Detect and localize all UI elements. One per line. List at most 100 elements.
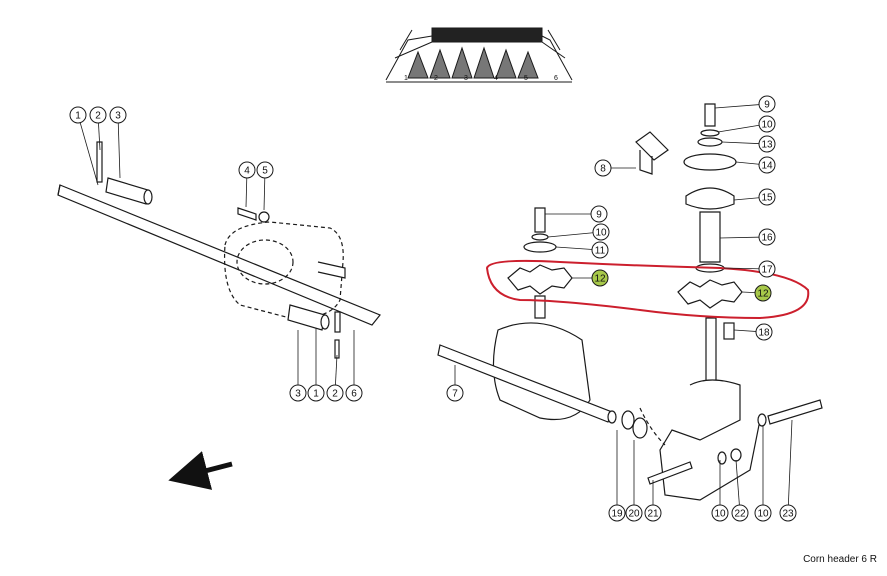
callout-label: 14 [761, 161, 773, 172]
callout-6: 6 [345, 384, 363, 402]
callout-circle [779, 504, 797, 522]
callout-circle [758, 228, 776, 246]
callout-19: 19 [608, 504, 626, 522]
callout-circle [256, 161, 274, 179]
thumbnail-row-label: 5 [524, 75, 528, 82]
callout-label: 7 [452, 389, 458, 400]
callout-1: 1 [307, 384, 325, 402]
left-assembly [57, 141, 381, 359]
callout-label: 22 [734, 509, 746, 520]
callout-label: 1 [75, 111, 81, 122]
callout-label: 2 [332, 389, 338, 400]
callout-circle [326, 384, 344, 402]
callout-label: 18 [758, 328, 770, 339]
callout-label: 16 [761, 233, 773, 244]
callout-12: 12 [754, 284, 772, 302]
callout-10: 10 [592, 223, 610, 241]
callout-circle [594, 159, 612, 177]
callout-label: 10 [757, 509, 769, 520]
callout-15: 15 [758, 188, 776, 206]
callout-10: 10 [758, 115, 776, 133]
callout-circle [644, 504, 662, 522]
callout-10: 10 [711, 504, 729, 522]
callout-circle [591, 269, 609, 287]
callout-circle [608, 504, 626, 522]
callout-label: 4 [244, 166, 250, 177]
callout-21: 21 [644, 504, 662, 522]
callout-circle [758, 188, 776, 206]
callout-23: 23 [779, 504, 797, 522]
callout-2: 2 [89, 106, 107, 124]
callout-10: 10 [754, 504, 772, 522]
right-assembly [437, 103, 823, 501]
callout-7: 7 [446, 384, 464, 402]
callout-label: 5 [262, 166, 268, 177]
callout-label: 23 [782, 509, 794, 520]
thumbnail-row-label: 3 [464, 75, 468, 82]
thumbnail-row-label: 2 [434, 75, 438, 82]
callout-circle [69, 106, 87, 124]
callout-circle [758, 156, 776, 174]
callout-label: 12 [757, 289, 769, 300]
arrow-left-down-icon [168, 451, 233, 490]
callout-17: 17 [758, 260, 776, 278]
callout-circle [109, 106, 127, 124]
leader-line [77, 114, 99, 186]
callout-13: 13 [758, 135, 776, 153]
callout-9: 9 [758, 95, 776, 113]
left-sprocket [507, 264, 573, 295]
callout-label: 10 [714, 509, 726, 520]
callout-label: 10 [761, 120, 773, 131]
callout-circle [758, 115, 776, 133]
callout-circle [446, 384, 464, 402]
header-thumbnail [385, 27, 573, 83]
callout-circle [758, 95, 776, 113]
callout-circle [731, 504, 749, 522]
leader-line [547, 231, 602, 238]
callout-circle [625, 504, 643, 522]
thumbnail-row-label: 1 [404, 75, 408, 82]
callout-9: 9 [590, 205, 608, 223]
left-bushing-top [105, 177, 149, 205]
callout-label: 2 [95, 111, 101, 122]
callout-label: 19 [611, 509, 623, 520]
callout-8: 8 [594, 159, 612, 177]
leader-line [735, 459, 741, 514]
callout-label: 11 [595, 246, 606, 257]
callout-label: 8 [600, 164, 606, 175]
callout-11: 11 [591, 241, 609, 259]
callout-22: 22 [731, 504, 749, 522]
callout-label: 15 [761, 193, 773, 204]
callout-1: 1 [69, 106, 87, 124]
bracket-part [635, 131, 669, 175]
callout-circle [711, 504, 729, 522]
callout-label: 17 [761, 265, 773, 276]
callout-label: 3 [295, 389, 301, 400]
callout-circle [345, 384, 363, 402]
callout-label: 12 [594, 274, 606, 285]
callout-label: 3 [115, 111, 121, 122]
callout-12: 12 [591, 269, 609, 287]
thumbnail-row-label: 6 [554, 75, 558, 82]
callout-3: 3 [109, 106, 127, 124]
callout-circle [754, 284, 772, 302]
diagram-caption: Corn header 6 R [803, 554, 877, 565]
callout-label: 9 [596, 210, 602, 221]
callout-circle [758, 260, 776, 278]
callout-16: 16 [758, 228, 776, 246]
left-long-shaft [57, 184, 381, 326]
leader-line [787, 419, 793, 514]
callout-label: 1 [313, 389, 319, 400]
callout-circle [755, 323, 773, 341]
callout-circle [754, 504, 772, 522]
leader-line [714, 103, 768, 109]
callout-5: 5 [256, 161, 274, 179]
callout-4: 4 [238, 161, 256, 179]
callout-label: 6 [351, 389, 357, 400]
callout-circle [758, 135, 776, 153]
callout-label: 21 [647, 509, 659, 520]
callout-circle [89, 106, 107, 124]
